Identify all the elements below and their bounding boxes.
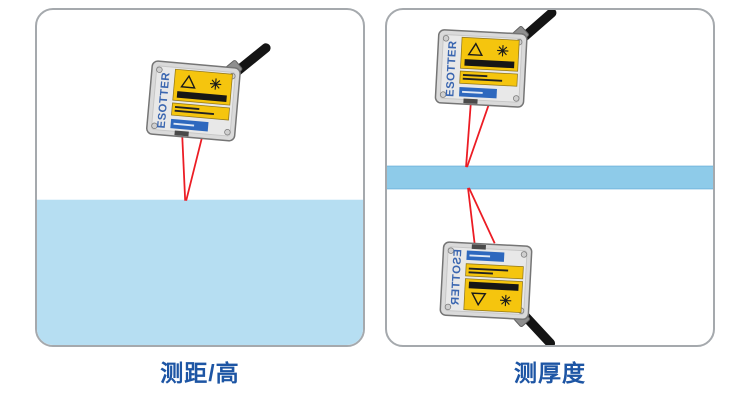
laser-beam	[468, 187, 496, 244]
laser-beam	[467, 187, 476, 247]
laser-beam	[466, 98, 492, 168]
panel-distance-measure	[35, 8, 365, 347]
caption-distance: 测距/高	[160, 360, 240, 386]
caption-thickness: 测厚度	[514, 360, 586, 386]
laser-beam	[465, 100, 472, 168]
laser-sensor	[146, 38, 266, 143]
panel-thickness-measure	[385, 8, 715, 347]
liquid-surface	[37, 199, 363, 345]
laser-sensor	[439, 242, 556, 343]
scene-distance	[37, 10, 363, 345]
figure-distance-measure: 测距/高	[35, 8, 365, 388]
material-bar	[387, 165, 713, 190]
laser-beam	[181, 135, 187, 201]
scene-thickness	[387, 10, 713, 345]
laser-sensor	[435, 10, 552, 108]
figure-thickness-measure: 测厚度	[385, 8, 715, 388]
laser-beam	[185, 133, 204, 201]
